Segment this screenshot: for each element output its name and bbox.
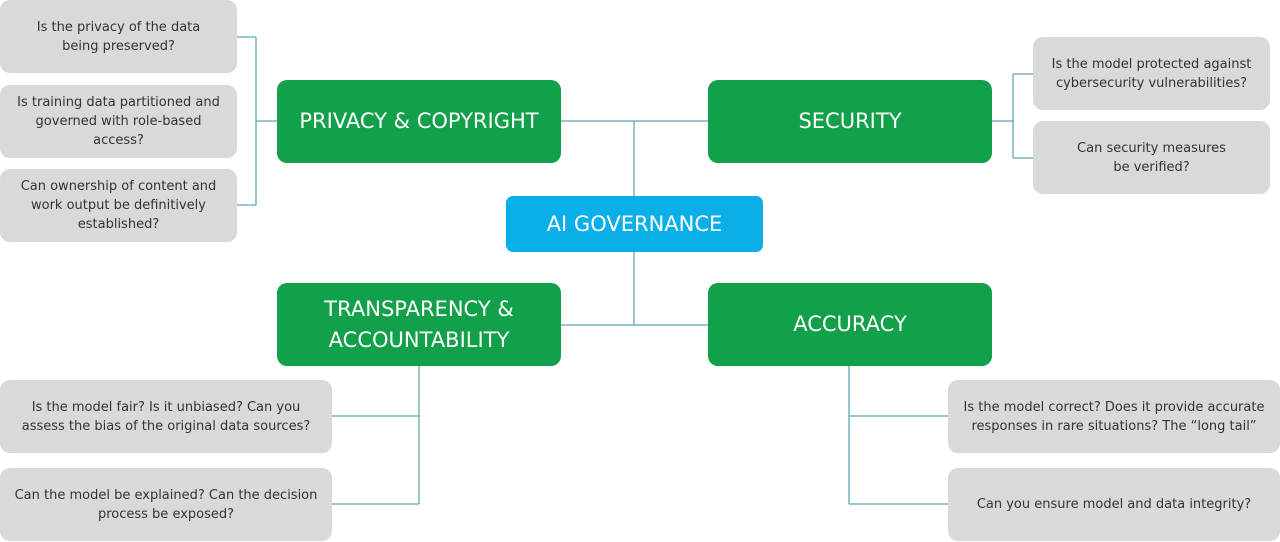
category-label: TRANSPARENCY & ACCOUNTABILITY	[324, 296, 514, 352]
question-text: Is training data partitioned and governe…	[17, 95, 220, 148]
question-privacy-2: Is training data partitioned and governe…	[0, 85, 237, 158]
question-privacy-3: Can ownership of content and work output…	[0, 169, 237, 242]
question-text: Is the model correct? Does it provide ac…	[963, 399, 1265, 434]
category-label: ACCURACY	[793, 312, 907, 336]
question-transparency-1: Is the model fair? Is it unbiased? Can y…	[0, 380, 332, 453]
category-transparency-accountability: TRANSPARENCY & ACCOUNTABILITY	[277, 283, 561, 366]
question-security-1: Is the model protected against cybersecu…	[1033, 37, 1270, 110]
question-text: Is the model fair? Is it unbiased? Can y…	[21, 399, 311, 434]
category-label: SECURITY	[798, 109, 902, 133]
category-security: SECURITY	[708, 80, 992, 163]
question-text: Can you ensure model and data integrity?	[976, 497, 1252, 512]
center-node-ai-governance: AI GOVERNANCE	[506, 196, 763, 252]
question-security-2: Can security measures be verified?	[1033, 121, 1270, 194]
question-transparency-2: Can the model be explained? Can the deci…	[0, 468, 332, 541]
question-text: Is the model protected against cybersecu…	[1051, 56, 1252, 91]
question-privacy-1: Is the privacy of the data being preserv…	[0, 0, 237, 73]
question-text: Is the privacy of the data being preserv…	[36, 19, 201, 54]
question-text: Can the model be explained? Can the deci…	[14, 487, 318, 522]
question-accuracy-1: Is the model correct? Does it provide ac…	[948, 380, 1280, 453]
question-text: Can ownership of content and work output…	[20, 179, 217, 232]
category-privacy-copyright: PRIVACY & COPYRIGHT	[277, 80, 561, 163]
question-accuracy-2: Can you ensure model and data integrity?	[948, 468, 1280, 541]
question-text: Can security measures be verified?	[1077, 140, 1226, 175]
category-accuracy: ACCURACY	[708, 283, 992, 366]
center-node-label: AI GOVERNANCE	[546, 212, 723, 236]
category-label: PRIVACY & COPYRIGHT	[299, 109, 539, 133]
